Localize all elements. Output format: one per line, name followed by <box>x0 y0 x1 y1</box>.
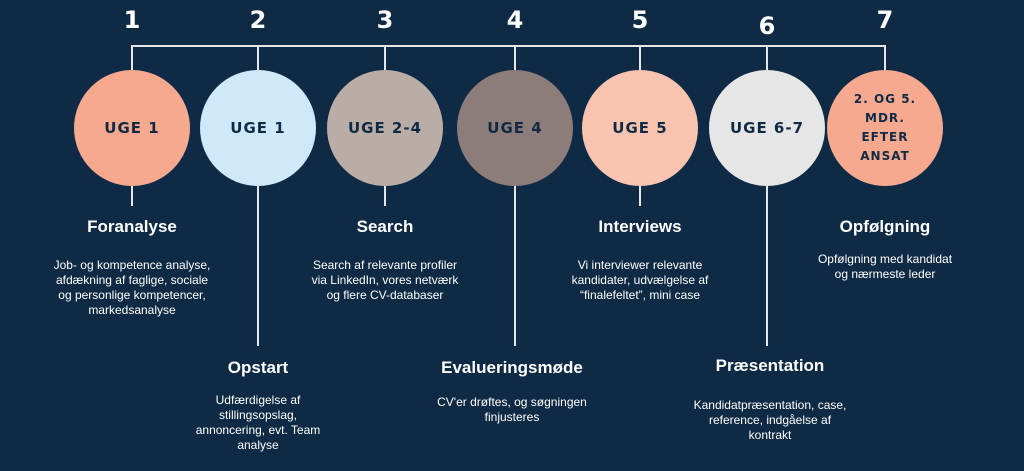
step-connector-4-lower <box>514 186 516 346</box>
step-badge-7: 2. OG 5. MDR. EFTER ANSAT <box>827 70 943 186</box>
step-description-1: Job- og kompetence analyse, afdækning af… <box>53 258 211 317</box>
step-description-6: Kandidatpræsentation, case, reference, i… <box>693 398 847 442</box>
step-badge-6: UGE 6-7 <box>709 70 825 186</box>
step-connector-6-lower <box>766 186 768 346</box>
step-badge-2: UGE 1 <box>200 70 316 186</box>
step-connector-3 <box>384 45 386 70</box>
step-description-7: Opfølgning med kandidat og nærmeste lede… <box>817 252 953 281</box>
step-title-7: Opfølgning <box>839 217 931 236</box>
step-connector-7 <box>884 45 886 70</box>
step-badge-5: UGE 5 <box>582 70 698 186</box>
step-title-5: Interviews <box>598 217 682 236</box>
step-description-5: Vi interviewer relevante kandidater, udv… <box>571 258 709 302</box>
step-badge-1: UGE 1 <box>74 70 190 186</box>
step-description-4: CV'er drøftes, og søgningen finjusteres <box>437 395 587 424</box>
step-number-7: 7 <box>876 6 894 34</box>
step-title-1: Foranalyse <box>87 217 177 236</box>
step-connector-2 <box>257 45 259 70</box>
timeline-connector <box>132 45 885 47</box>
step-connector-5 <box>639 45 641 70</box>
step-connector-1-lower <box>131 186 133 206</box>
step-number-6: 6 <box>758 12 776 40</box>
step-title-3: Search <box>356 217 414 236</box>
step-title-2: Opstart <box>227 358 289 377</box>
step-connector-4 <box>514 45 516 70</box>
step-number-2: 2 <box>249 6 267 34</box>
step-description-2: Udfærdigelse af stillingsopslag, annonce… <box>195 393 321 452</box>
step-number-3: 3 <box>376 6 394 34</box>
step-connector-6 <box>766 45 768 70</box>
step-connector-5-lower <box>639 186 641 206</box>
step-number-5: 5 <box>631 6 649 34</box>
step-title-4: Evalueringsmøde <box>441 358 583 377</box>
step-number-1: 1 <box>123 6 141 34</box>
step-number-4: 4 <box>506 6 524 34</box>
step-description-3: Search af relevante profiler via LinkedI… <box>311 258 459 302</box>
step-title-6: Præsentation <box>715 356 825 375</box>
step-badge-4: UGE 4 <box>457 70 573 186</box>
step-connector-2-lower <box>257 186 259 346</box>
step-badge-3: UGE 2-4 <box>327 70 443 186</box>
step-connector-1 <box>131 45 133 70</box>
step-connector-3-lower <box>384 186 386 206</box>
